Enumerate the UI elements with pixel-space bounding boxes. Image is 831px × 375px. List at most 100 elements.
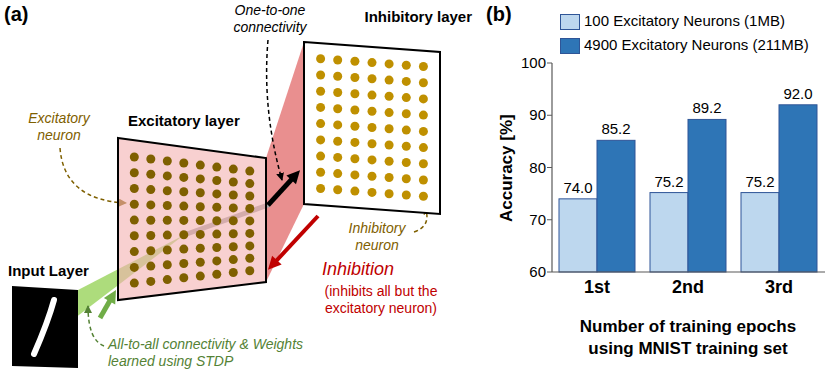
connector-line: [275, 216, 318, 262]
neuron-dot: [350, 187, 359, 196]
neuron-dot: [163, 231, 172, 240]
neuron-dot: [402, 191, 411, 200]
neuron-dot: [179, 159, 188, 168]
neuron-dot: [385, 141, 394, 150]
neuron-dot: [350, 73, 359, 82]
neuron-dot: [130, 216, 139, 225]
category-label: 2nd: [672, 277, 704, 299]
category-label: 3rd: [765, 277, 793, 299]
neuron-dot: [130, 279, 139, 288]
neuron-dot: [419, 62, 428, 71]
neuron-dot: [229, 255, 238, 264]
tick-label: 100: [521, 54, 546, 72]
neuron-dot: [196, 258, 205, 267]
neuron-dot: [385, 92, 394, 101]
neuron-dot: [146, 170, 155, 179]
legend-swatch: [560, 38, 580, 54]
neuron-dot: [245, 179, 254, 188]
layer-heading: Excitatory layer: [116, 112, 268, 130]
legend-text: 100 Excitatory Neurons (1MB): [584, 12, 785, 30]
neuron-dot: [146, 231, 155, 240]
neuron-dot: [179, 259, 188, 268]
callout-text: All-to-all connectivity & Weights learne…: [108, 336, 308, 370]
neuron-dot: [130, 168, 139, 177]
neuron-dot: [402, 109, 411, 118]
neuron-dot: [385, 124, 394, 133]
neuron-dot: [368, 74, 377, 83]
neuron-dot: [385, 173, 394, 182]
neuron-dot: [212, 203, 221, 212]
inhibition-cone: [266, 42, 304, 282]
neuron-dot: [316, 135, 325, 144]
neuron-dot: [350, 122, 359, 131]
neuron-dot: [179, 245, 188, 254]
neuron-dot: [316, 54, 325, 63]
neuron-dot: [146, 200, 155, 209]
neuron-dot: [146, 216, 155, 225]
neuron-dot: [130, 231, 139, 240]
neuron-dot: [196, 272, 205, 281]
callout-text: Inhibitory neuron: [336, 220, 418, 254]
accuracy-bar: [779, 105, 817, 272]
neuron-dot: [163, 216, 172, 225]
neuron-dot: [385, 189, 394, 198]
inhibition-note: (inhibits all but the excitatory neuron): [304, 283, 458, 317]
neuron-dot: [229, 191, 238, 200]
neuron-dot: [402, 126, 411, 135]
axis-tick: [547, 115, 552, 116]
neuron-dot: [402, 158, 411, 167]
neuron-dot: [245, 216, 254, 225]
neuron-dot: [130, 153, 139, 162]
connector-arrow: [100, 290, 116, 318]
neuron-dot: [333, 88, 342, 97]
neuron-dot: [316, 71, 325, 80]
neuron-dot: [333, 72, 342, 81]
neuron-dot: [179, 216, 188, 225]
neuron-dot: [163, 201, 172, 210]
node-shape: [300, 8, 475, 216]
neuron-dot: [385, 108, 394, 117]
input-image: Input Layer: [4, 262, 100, 372]
neuron-dot: [229, 229, 238, 238]
neuron-dot: [245, 167, 254, 176]
accuracy-bar: [688, 119, 726, 272]
neuron-dot: [245, 192, 254, 201]
neuron-dot: [333, 137, 342, 146]
neuron-dot: [179, 187, 188, 196]
neuron-dot: [402, 174, 411, 183]
axis-tick: [547, 167, 552, 168]
axis-tick: [547, 63, 552, 64]
accuracy-bar: [741, 193, 779, 272]
neuron-dot: [196, 202, 205, 211]
neuron-dot: [333, 56, 342, 65]
neuron-dot: [350, 89, 359, 98]
neuron-dot: [419, 143, 428, 152]
neuron-dot: [368, 91, 377, 100]
neuron-dot: [333, 169, 342, 178]
neuron-dot: [163, 171, 172, 180]
neuron-dot: [350, 106, 359, 115]
neuron-dot: [163, 275, 172, 284]
neuron-dot: [196, 244, 205, 253]
neuron-dot: [419, 159, 428, 168]
neuron-dot: [146, 246, 155, 255]
value-label: 89.2: [692, 99, 721, 117]
neuron-dot: [419, 192, 428, 201]
panel-letter: (a): [4, 2, 28, 26]
callout-text: One-to-one connectivity: [222, 2, 318, 36]
neuron-dot: [212, 216, 221, 225]
neuron-dot: [163, 246, 172, 255]
neuron-dot: [229, 203, 238, 212]
value-label: 85.2: [601, 120, 630, 138]
tick-label: 90: [529, 106, 546, 124]
legend-swatch: [560, 14, 580, 30]
neuron-dot: [402, 142, 411, 151]
neuron-dot: [179, 273, 188, 282]
arrowhead: [286, 170, 300, 184]
value-label: 75.2: [654, 173, 683, 191]
axis-title: Number of training epochs using MNIST tr…: [558, 316, 818, 360]
digit-stroke: [34, 300, 54, 354]
neuron-dot: [245, 204, 254, 213]
axis-tick: [547, 272, 552, 273]
